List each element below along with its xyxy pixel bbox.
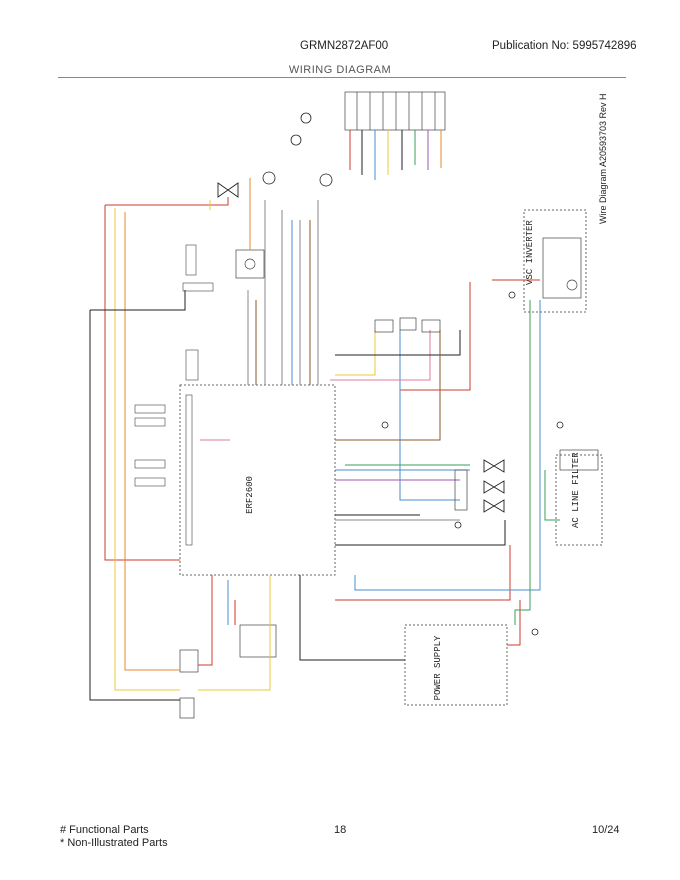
top-connector-blocks (344, 91, 446, 131)
ac-filter-label: AC LINE FILTER (571, 452, 581, 528)
water-valve-icons (483, 459, 505, 513)
valve-icon (217, 182, 239, 198)
inverter-label: VSC INVERTER (525, 220, 535, 285)
page-title: WIRING DIAGRAM (288, 64, 392, 76)
power-supply-box (404, 624, 508, 706)
ui-board-block (239, 624, 277, 658)
mid-right-connectors (374, 317, 468, 511)
damper-motor-icon (244, 258, 256, 270)
power-supply-label: POWER SUPPLY (433, 635, 443, 700)
diagram-revision: Wire Diagram A20593703 Rev H (598, 93, 608, 224)
vsc-inverter-box (523, 209, 587, 313)
ground-symbols (381, 291, 564, 636)
fan-motor-icons (262, 112, 333, 187)
board-connector-left (185, 394, 193, 546)
inverter-module (542, 237, 582, 299)
legend-non-illustrated: * Non-Illustrated Parts (60, 837, 168, 849)
harness-connector-bottom (179, 697, 195, 719)
main-control-board (179, 384, 336, 576)
page-date: 10/24 (592, 824, 620, 836)
title-rule (58, 77, 626, 78)
ac-filter-terminals (559, 449, 599, 471)
legend-functional: # Functional Parts (60, 824, 149, 836)
main-board-label: ERF2600 (245, 476, 255, 514)
model-number: GRMN2872AF00 (300, 40, 389, 52)
damper-block (235, 249, 265, 279)
component-labels (134, 244, 214, 487)
publication-number: Publication No: 5995742896 (492, 40, 637, 52)
page-number: 18 (334, 824, 347, 836)
harness-connector-lower (179, 649, 199, 673)
wire-harness (89, 130, 560, 701)
inverter-compressor-icon (566, 279, 578, 291)
